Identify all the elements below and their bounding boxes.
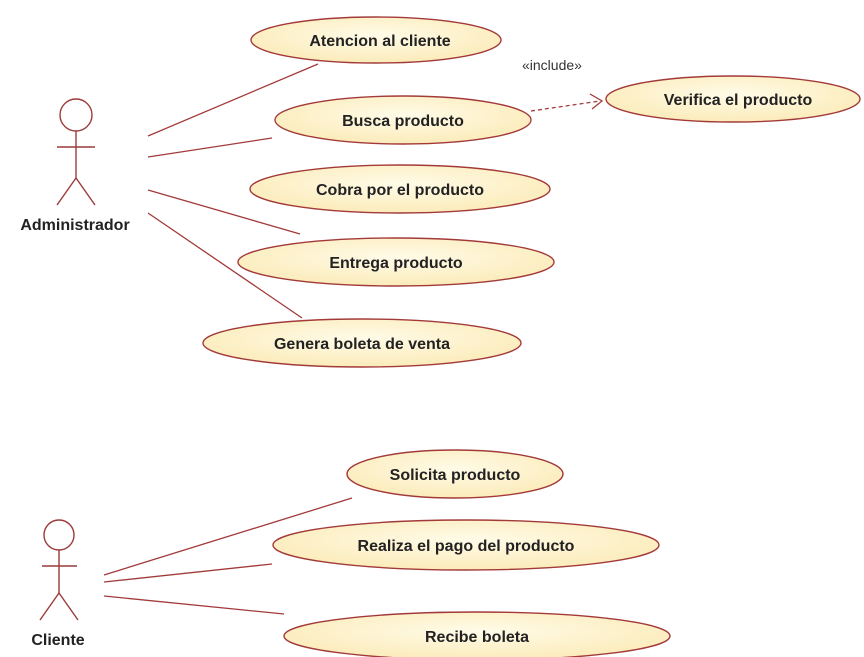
usecase-label: Recibe boleta [425, 629, 529, 646]
usecase-label: Solicita producto [390, 467, 521, 484]
usecase-label: Entrega producto [329, 255, 463, 272]
usecase-atencion[interactable]: Atencion al cliente [250, 16, 502, 64]
usecase-label: Verifica el producto [664, 92, 813, 109]
actor-right-leg [75, 177, 96, 206]
usecase-realiza[interactable]: Realiza el pago del producto [272, 519, 660, 571]
usecase-label: Genera boleta de venta [274, 336, 450, 353]
actor-label-cliente: Cliente [31, 632, 84, 649]
actor-left-leg [56, 177, 77, 206]
actor-left-leg [39, 592, 60, 621]
actor-administrador[interactable]: Administrador [20, 98, 130, 234]
actor-label-administrador: Administrador [20, 217, 129, 234]
usecase-ellipse [346, 449, 564, 499]
usecase-verifica[interactable]: Verifica el producto [605, 75, 861, 123]
usecase-ellipse [250, 16, 502, 64]
usecase-cobra[interactable]: Cobra por el producto [249, 164, 551, 214]
usecase-ellipse [274, 95, 532, 145]
actor-right-leg [58, 592, 79, 621]
usecase-label: Atencion al cliente [309, 33, 450, 50]
usecase-solicita[interactable]: Solicita producto [346, 449, 564, 499]
usecase-ellipse [202, 318, 522, 368]
usecase-label: Realiza el pago del producto [358, 538, 575, 555]
association-cliente-realiza [103, 563, 273, 583]
usecase-recibe[interactable]: Recibe boleta [283, 611, 671, 657]
association-admin-atencion [147, 63, 319, 137]
usecase-ellipse [237, 237, 555, 287]
usecase-genera[interactable]: Genera boleta de venta [202, 318, 522, 368]
usecase-entrega[interactable]: Entrega producto [237, 237, 555, 287]
usecase-ellipse [605, 75, 861, 123]
usecase-ellipse [272, 519, 660, 571]
association-cliente-solicita [103, 497, 353, 576]
association-admin-busca [147, 137, 273, 158]
actor-cliente[interactable]: Cliente [31, 519, 85, 649]
association-cliente-recibe [103, 595, 285, 615]
actor-head-icon [43, 519, 75, 551]
association-admin-entrega [147, 189, 301, 235]
usecase-label: Busca producto [342, 113, 464, 130]
usecase-label: Cobra por el producto [316, 182, 484, 199]
include-dependency: «include» [522, 57, 604, 112]
include-label: «include» [522, 57, 582, 73]
usecase-ellipse [249, 164, 551, 214]
usecase-busca[interactable]: Busca producto [274, 95, 532, 145]
association-admin-genera [147, 212, 303, 319]
actor-head-icon [59, 98, 93, 132]
include-arrowhead [589, 93, 604, 110]
include-line [530, 100, 601, 112]
usecase-ellipse [283, 611, 671, 657]
